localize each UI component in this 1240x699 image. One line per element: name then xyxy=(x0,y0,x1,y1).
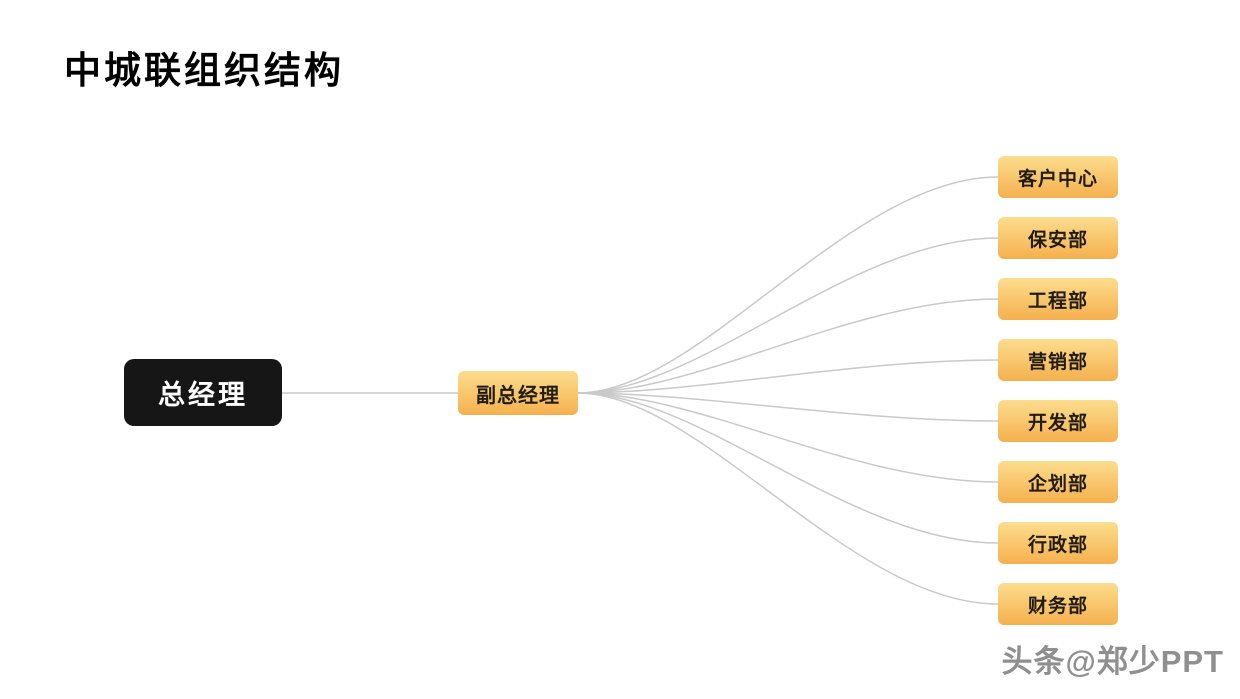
org-node-department: 客户中心 xyxy=(998,156,1118,198)
org-node-department: 财务部 xyxy=(998,583,1118,625)
connector-mid-to-dept-1 xyxy=(577,237,999,394)
connector-mid-to-dept-6 xyxy=(577,392,999,544)
connector-mid-to-dept-4 xyxy=(577,392,999,422)
org-node-department: 行政部 xyxy=(998,522,1118,564)
watermark-text: 头条@郑少PPT xyxy=(1001,644,1224,679)
org-node-general-manager: 总经理 xyxy=(124,359,282,426)
connector-mid-to-dept-7 xyxy=(577,392,999,605)
connector-mid-to-dept-2 xyxy=(577,298,999,394)
connector-mid-to-dept-0 xyxy=(577,176,999,394)
org-node-department: 工程部 xyxy=(998,278,1118,320)
connector-mid-to-dept-5 xyxy=(577,392,999,483)
org-node-department: 保安部 xyxy=(998,217,1118,259)
page-title: 中城联组织结构 xyxy=(64,50,344,91)
org-node-deputy-general-manager: 副总经理 xyxy=(458,371,578,415)
connector-mid-to-dept-3 xyxy=(577,359,999,394)
org-node-department: 营销部 xyxy=(998,339,1118,381)
org-node-department: 企划部 xyxy=(998,461,1118,503)
org-node-department: 开发部 xyxy=(998,400,1118,442)
